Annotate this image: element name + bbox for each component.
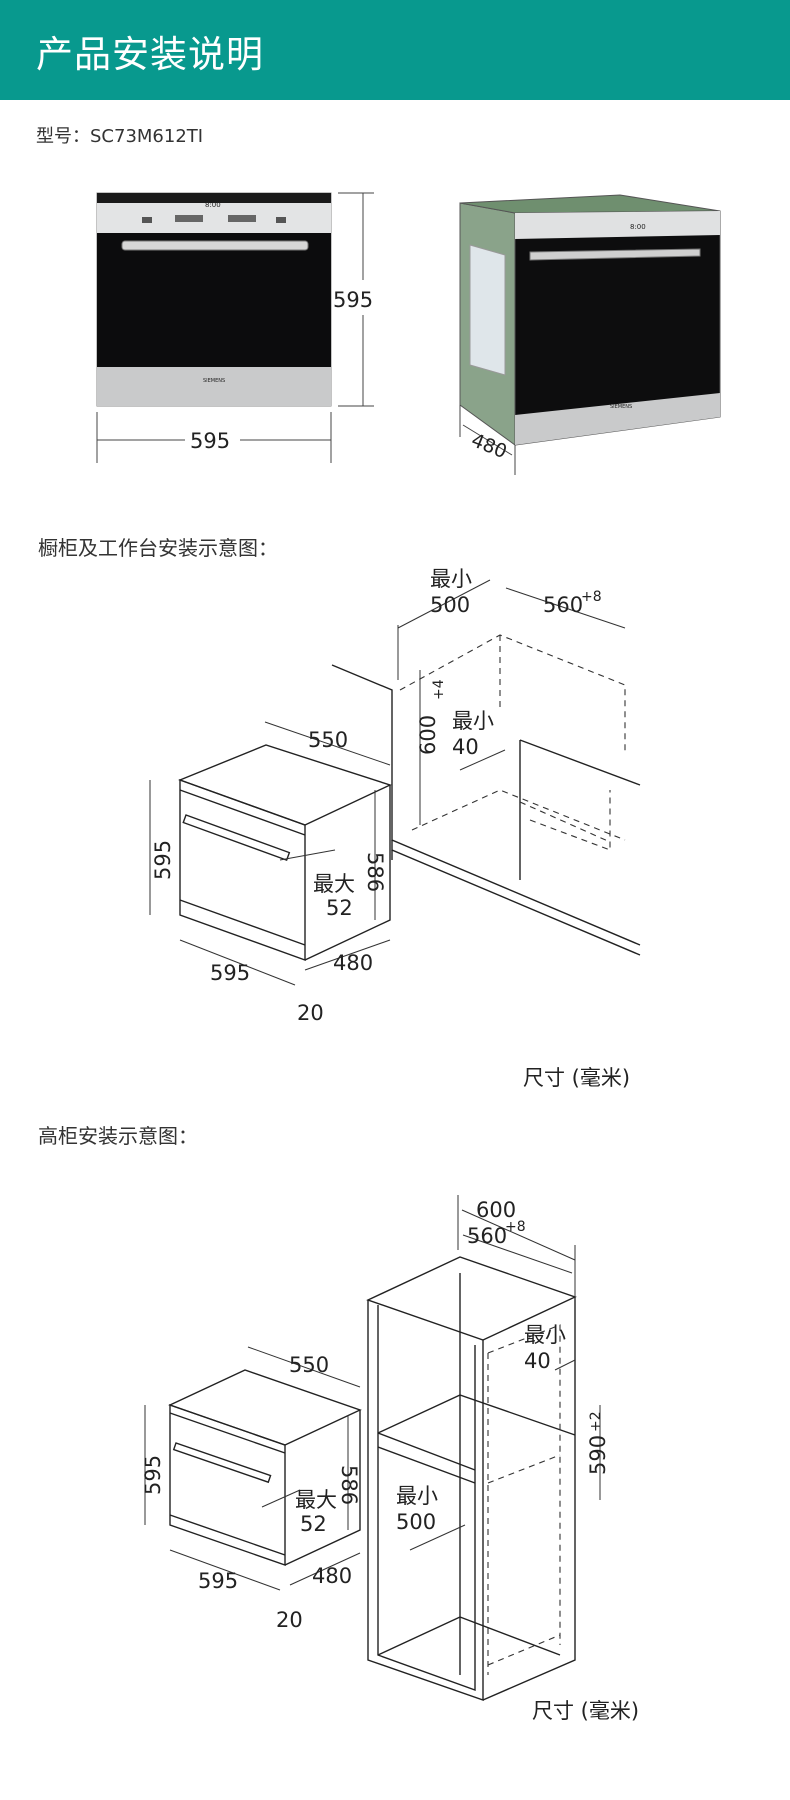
section1-cabinet-dimension-lines [397, 579, 626, 825]
section2-oven-dimension-lines [144, 1346, 361, 1591]
page-title: 产品安装说明 [36, 33, 264, 76]
s1-cab-height: 600 [416, 715, 440, 755]
s2-oven-height: 595 [141, 1455, 165, 1495]
s1-handle-label: 最大 [313, 872, 355, 896]
s2-cab-min-width: 500 [396, 1510, 436, 1534]
oven-front-view: 8:00 SIEMENS [96, 192, 332, 407]
section1-oven-drawing [178, 744, 392, 961]
s1-front-offset: 20 [297, 1001, 324, 1025]
section1-oven-dimension-lines [149, 721, 391, 986]
section1-cabinet-drawing [331, 664, 641, 956]
s2-cab-height: 590 [586, 1435, 610, 1475]
oven-perspective-view: 8:00 SIEMENS [459, 194, 721, 446]
s2-handle-label: 最大 [295, 1488, 337, 1512]
s1-panel-depth: 480 [333, 951, 373, 975]
s2-oven-depth: 550 [289, 1353, 329, 1377]
section2-cabinet-dimension-lines [409, 1195, 601, 1551]
s1-cab-min-label: 最小 [430, 567, 472, 591]
oven-display: 8:00 [205, 201, 221, 209]
header-banner: 产品安装说明 [0, 0, 790, 100]
s1-oven-height: 595 [151, 840, 175, 880]
front-dimension-lines [96, 192, 374, 463]
section2-cabinet-dashed [487, 1324, 561, 1675]
model-number: 型号：SC73M612TI [36, 126, 204, 147]
s2-cab-min-label: 最小 [396, 1484, 438, 1508]
s1-oven-inner-height: 586 [363, 852, 387, 892]
oven-brand-perspective: SIEMENS [610, 404, 632, 410]
section1-cabinet-dashed [399, 634, 626, 851]
s1-cab-gap-value: 40 [452, 735, 479, 759]
front-height-label: 595 [333, 288, 373, 312]
cabinet-install-diagram: 550 595 586 最大 52 595 480 20 最小 500 560 … [149, 567, 641, 1025]
s2-front-offset: 20 [276, 1608, 303, 1632]
s1-cab-width-tol: +8 [581, 589, 602, 605]
section2-units: 尺寸 (毫米) [532, 1699, 640, 1723]
oven-brand-front: SIEMENS [203, 378, 225, 384]
s2-oven-width: 595 [198, 1569, 238, 1593]
s2-cab-width: 560 [467, 1224, 507, 1248]
section2-cabinet-drawing [366, 1256, 577, 1701]
section2-title: 高柜安装示意图： [38, 1124, 198, 1148]
s1-cab-width: 560 [543, 593, 583, 617]
section1-units: 尺寸 (毫米) [523, 1066, 631, 1090]
s2-cab-gap-value: 40 [524, 1349, 551, 1373]
s1-oven-width: 595 [210, 961, 250, 985]
s2-handle-value: 52 [300, 1512, 327, 1536]
perspective-display: 8:00 [630, 223, 646, 231]
s2-cab-height-tol: +2 [588, 1411, 604, 1432]
s2-cab-outer-width: 600 [476, 1198, 516, 1222]
s2-oven-inner-height: 586 [337, 1465, 361, 1505]
front-width-label: 595 [190, 429, 230, 453]
s1-handle-value: 52 [326, 896, 353, 920]
s1-cab-height-tol: +4 [431, 679, 447, 700]
s2-panel-depth: 480 [312, 1564, 352, 1588]
tall-cabinet-install-diagram: 550 595 586 最大 52 595 480 20 600 560 +8 … [141, 1195, 610, 1701]
product-views: 8:00 SIEMENS 595 595 8:00 SIEMENS 480 [96, 192, 721, 475]
s1-cab-gap-label: 最小 [452, 709, 494, 733]
section1-title: 橱柜及工作台安装示意图： [38, 536, 278, 560]
s2-cab-gap-label: 最小 [524, 1323, 566, 1347]
s1-oven-depth: 550 [308, 728, 348, 752]
s2-cab-width-tol: +8 [505, 1219, 526, 1235]
perspective-dimension-lines [459, 405, 516, 475]
s1-cab-min-width: 500 [430, 593, 470, 617]
section2-oven-drawing [168, 1369, 362, 1566]
